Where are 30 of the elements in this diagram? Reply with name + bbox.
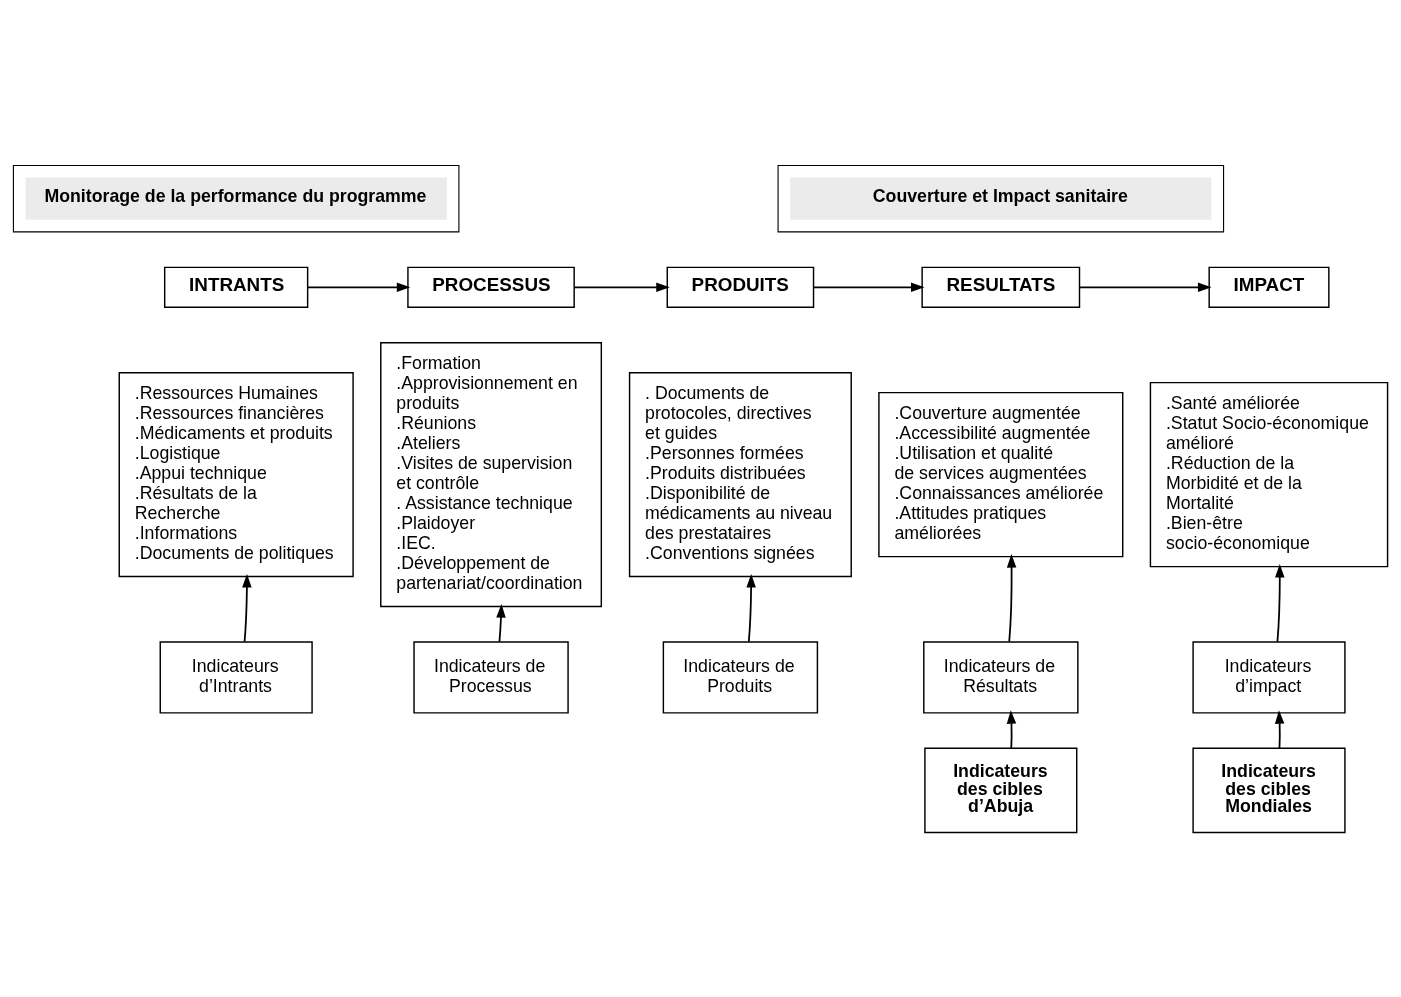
node-box: .Santé améliorée .Statut Socio-économique amélioré .Réduction de la Morbidité et de la Mortalité .Bien-être socio-économique [1149, 381, 1389, 567]
node-box: RESULTATS [921, 266, 1081, 308]
node-box: Indicateurs des cibles d’Abuja [924, 747, 1078, 833]
node-box: Indicateurs de Processus [413, 640, 569, 714]
arrow [1275, 563, 1285, 643]
node-box: Indicateurs d’Intrants [159, 640, 313, 714]
node-box: INTRANTS [163, 266, 309, 308]
node-box: PRODUITS [666, 266, 815, 308]
node-box: IMPACT [1208, 266, 1330, 308]
arrow [573, 282, 670, 292]
arrow [746, 573, 756, 642]
node-box: Monitorage de la performance du programme [12, 164, 460, 232]
node-box: PROCESSUS [407, 266, 575, 308]
arrow [1079, 282, 1212, 292]
arrow [812, 282, 925, 292]
arrow [1006, 553, 1017, 642]
arrow [306, 282, 411, 292]
node-box: Indicateurs de Résultats [923, 640, 1079, 714]
arrow [496, 603, 506, 643]
arrow [1006, 709, 1017, 749]
node-box: . Documents de protocoles, directives et guides .Personnes formées .Produits distribuées .Disponibilité de médicaments au niveau des prestataires .Conventions signées [628, 371, 852, 577]
node-box: Indicateurs de Produits [662, 640, 819, 714]
node-box: .Ressources Humaines .Ressources financières .Médicaments et produits .Logistique .Appui technique .Résultats de la Recherche .Informations .Documents de politiques [118, 371, 354, 577]
node-box: .Couverture augmentée .Accessibilité augmentée .Utilisation et qualité de services augmentées .Connaissances améliorée .Attitudes pratiques améliorées [878, 391, 1124, 557]
node-box: Indicateurs des cibles Mondiales [1192, 747, 1346, 833]
node-box: Couverture et Impact sanitaire [777, 164, 1225, 232]
node-box: .Formation .Approvisionnement en produits .Réunions .Ateliers .Visites de supervision et contrôle . Assistance technique .Plaidoyer .IEC. .Développement de partenariat/coordination [380, 341, 603, 607]
node-box: Indicateurs d’impact [1192, 640, 1346, 714]
arrow [1274, 709, 1285, 749]
arrow [242, 573, 252, 642]
